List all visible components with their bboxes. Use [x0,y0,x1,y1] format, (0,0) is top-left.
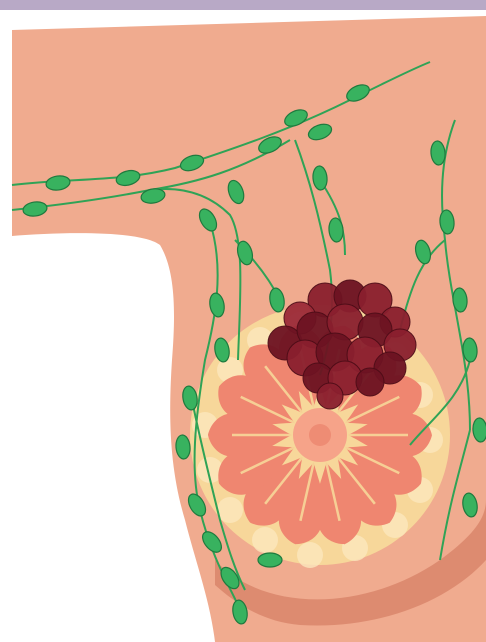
gland-spot [297,542,323,568]
nipple [309,424,331,446]
gland-spot [217,497,243,523]
top-frame [0,0,486,10]
gland-spot [252,527,278,553]
lymph-node [258,553,282,567]
tumor-cell [317,383,343,409]
tumor-cell [356,368,384,396]
